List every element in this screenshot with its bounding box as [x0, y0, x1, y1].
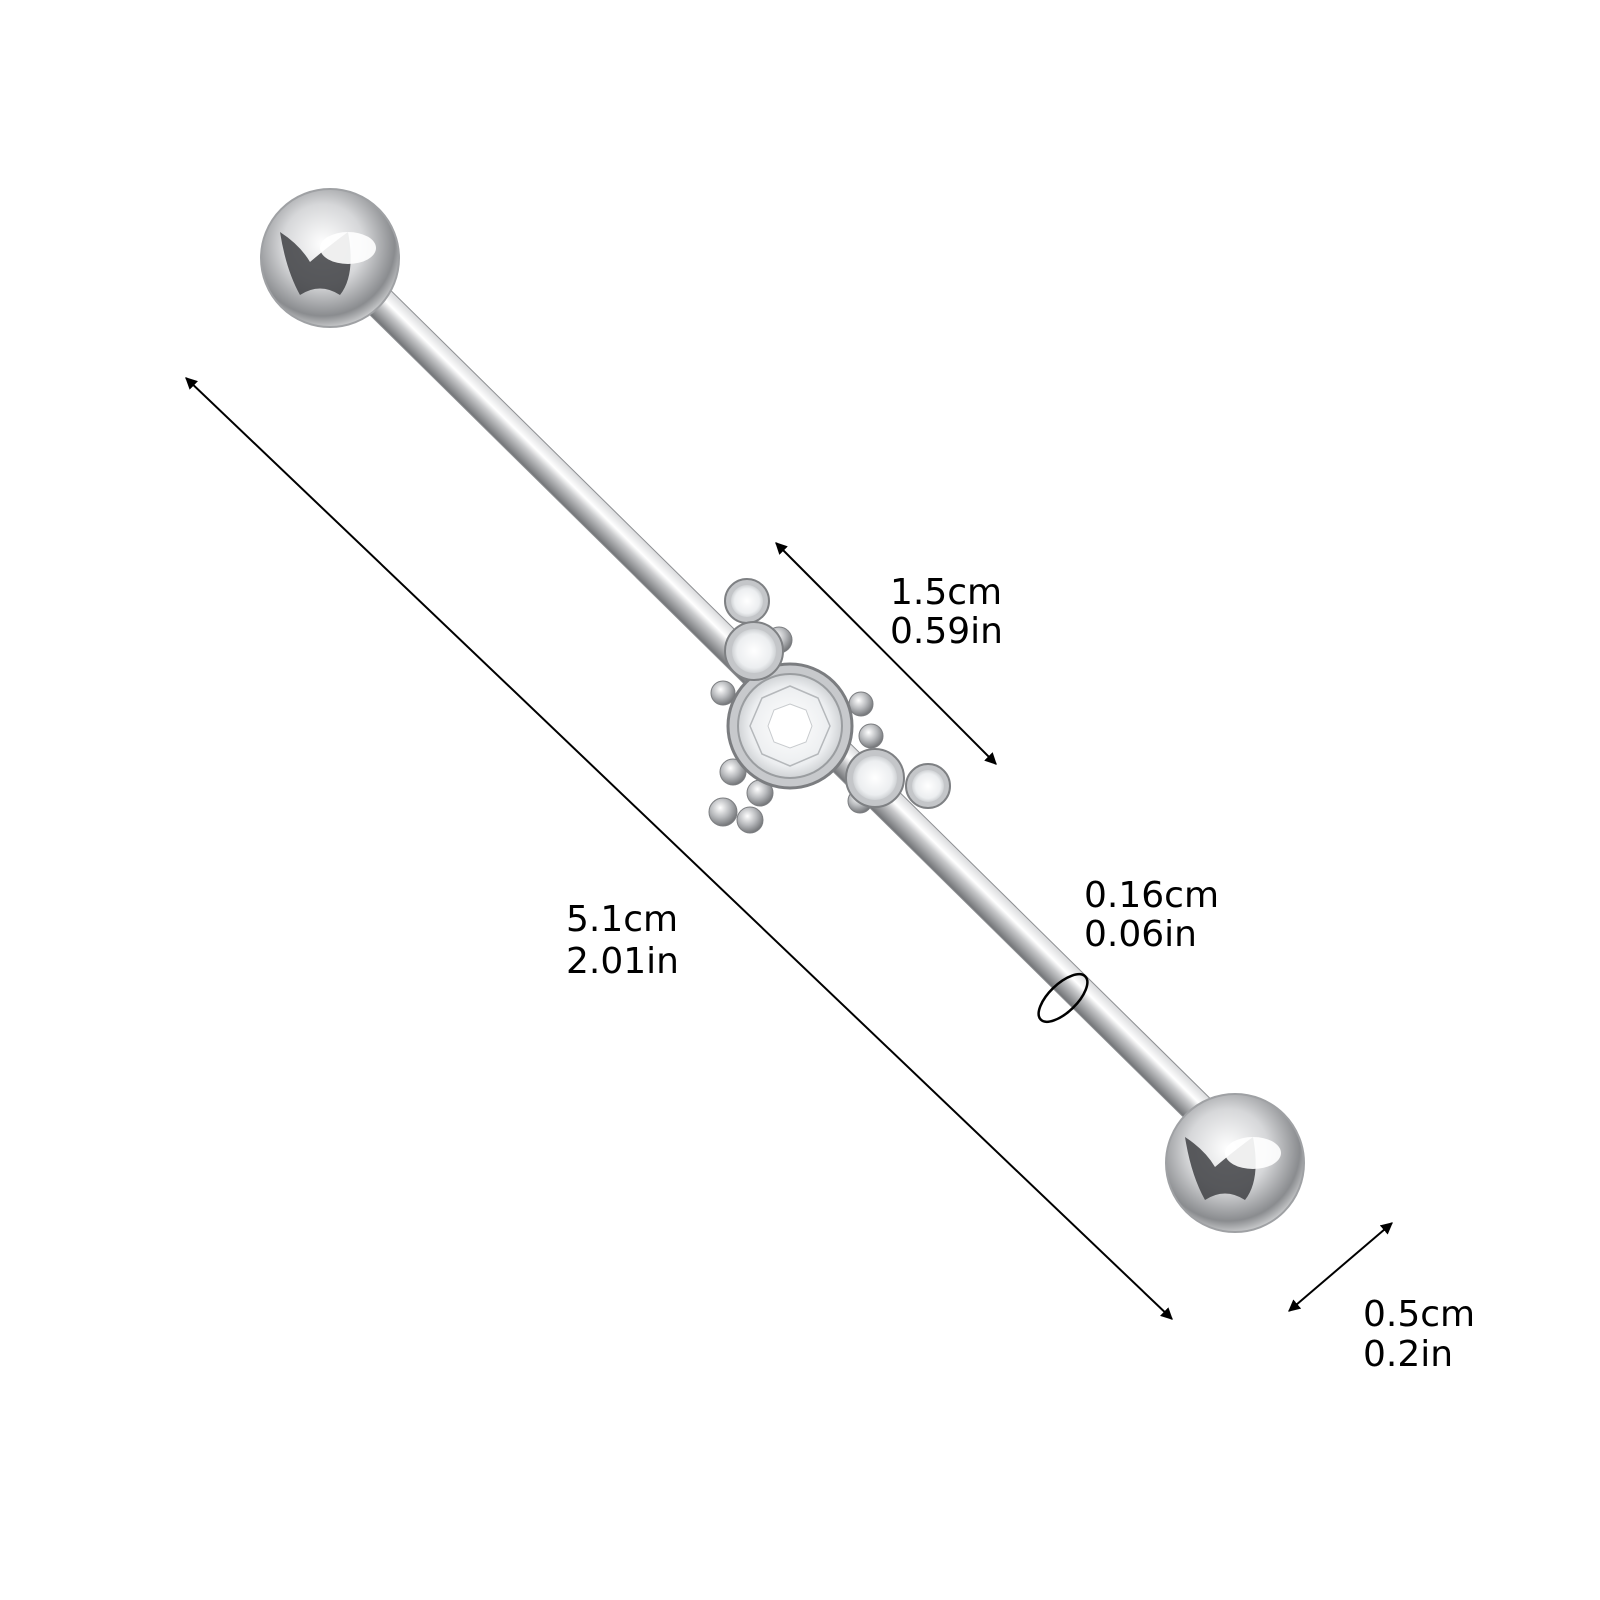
ball-diameter-cm: 0.5cm	[1363, 1294, 1475, 1335]
bar-thickness-in: 0.06in	[1084, 914, 1197, 955]
ball-diameter-dimension: 0.5cm 0.2in	[1288, 1222, 1475, 1375]
ornament-length-in: 0.59in	[890, 611, 1003, 652]
total-length-dimension: 5.1cm 2.01in	[185, 377, 1173, 1320]
top-ball-end	[260, 188, 400, 328]
bar-thickness-cm: 0.16cm	[1084, 875, 1219, 916]
bottom-ball-end	[1165, 1093, 1305, 1233]
ornament-length-arrow	[775, 542, 997, 765]
thickness-ring	[1037, 972, 1089, 1024]
center-crystal	[726, 662, 854, 790]
total-length-in: 2.01in	[566, 941, 679, 982]
total-length-cm: 5.1cm	[566, 899, 678, 940]
ornament-length-cm: 1.5cm	[890, 572, 1002, 613]
ball-diameter-in: 0.2in	[1363, 1334, 1453, 1375]
ornament-length-dimension: 1.5cm 0.59in	[775, 542, 1003, 765]
total-length-arrow	[185, 377, 1173, 1320]
ball-diameter-arrow	[1288, 1222, 1393, 1312]
bar-thickness-dimension: 0.16cm 0.06in	[1037, 875, 1219, 1024]
